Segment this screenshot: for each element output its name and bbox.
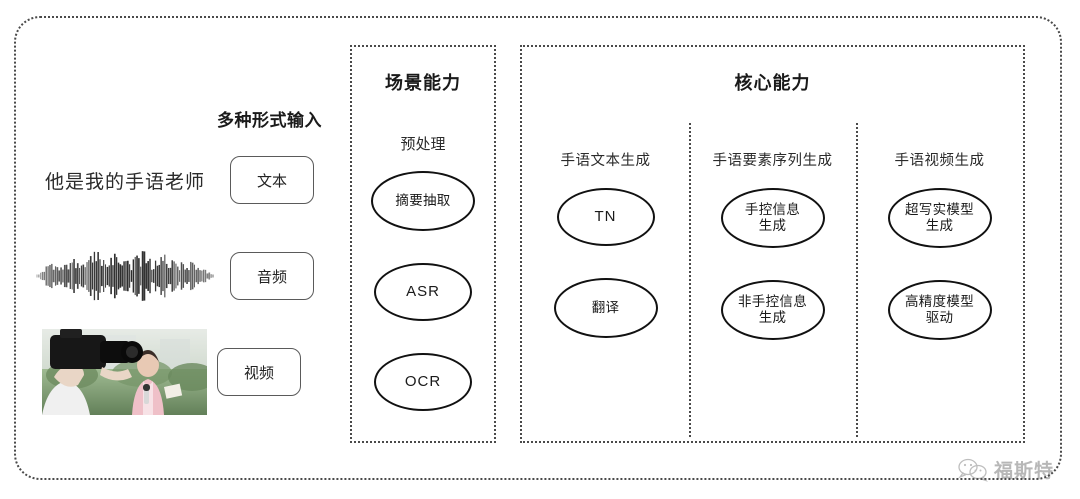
input-chip-text[interactable]: 文本 [230,156,314,204]
node-ellipse-shape [371,171,475,231]
node-label: TN [594,207,617,225]
core-column-node-list: 手控信息生成非手控信息生成 [689,188,856,372]
node-label: 翻译 [591,299,620,315]
node-label: 非手控信息生成 [738,293,807,325]
core-c2-node-1[interactable]: 高精度模型驱动 [887,280,992,340]
input-row-video: 视频 [30,329,330,415]
text-sample-container: 他是我的手语老师 [30,167,220,194]
watermark: 福斯特 [958,456,1054,483]
core-c0-node-0[interactable]: TN [556,188,655,246]
scene-node-2[interactable]: OCR [374,353,472,411]
node-label: 高精度模型驱动 [905,293,974,325]
core-column-label: 手语文本生成 [560,153,651,169]
wechat-icon [958,458,988,482]
node-ellipse-shape [720,280,825,340]
node-label: OCR [404,372,442,390]
video-thumbnail [42,329,207,415]
input-chip-video[interactable]: 视频 [217,348,301,396]
watermark-label: 福斯特 [993,461,1054,482]
video-thumbnail-image [42,329,207,415]
input-panel: 多种形式输入 他是我的手语老师 文本 音频 [30,40,330,450]
node-ellipse-shape [556,188,655,246]
text-sample-sentence: 他是我的手语老师 [44,171,205,193]
scene-node-0[interactable]: 摘要抽取 [371,171,475,231]
core-c0-node-1[interactable]: 翻译 [553,278,658,338]
node-label: ASR [406,282,440,300]
node-ellipse-shape [720,188,825,248]
node-ellipse-shape [887,280,992,340]
node-ellipse-shape [374,353,472,411]
core-column-label: 手语视频生成 [894,153,985,169]
input-row-audio: 音频 [30,248,330,304]
input-chip-audio[interactable]: 音频 [230,252,314,300]
core-column-1: 手语要素序列生成手控信息生成非手控信息生成 [689,123,856,437]
core-column-node-list: TN 翻译 [522,188,689,370]
audio-waveform-icon [36,251,214,301]
core-column-0: 手语文本生成 TN 翻译 [522,123,689,423]
diagram-outer-frame [14,16,1062,480]
core-capability-title: 核心能力 [734,73,811,93]
core-column-label: 手语要素序列生成 [712,153,833,169]
core-column-2: 手语视频生成超写实模型生成高精度模型驱动 [856,123,1023,437]
core-column-node-list: 超写实模型生成高精度模型驱动 [856,188,1023,372]
node-label: 摘要抽取 [395,192,451,208]
scene-capability-title: 场景能力 [385,73,461,93]
scene-capability-box: 场景能力 预处理 摘要抽取 ASR OCR [350,45,496,443]
core-c2-node-0[interactable]: 超写实模型生成 [887,188,992,248]
scene-node-list: 摘要抽取 ASR OCR [352,171,494,443]
node-ellipse-shape [374,263,472,321]
scene-group-label-preprocess: 预处理 [400,136,446,153]
core-c1-node-1[interactable]: 非手控信息生成 [720,280,825,340]
input-row-text: 他是我的手语老师 文本 [30,152,330,208]
scene-node-1[interactable]: ASR [374,263,472,321]
input-panel-header: 多种形式输入 [217,111,322,130]
core-c1-node-0[interactable]: 手控信息生成 [720,188,825,248]
node-label: 手控信息生成 [744,201,801,233]
audio-waveform-container [30,247,220,305]
node-ellipse-shape [887,188,992,248]
node-label: 超写实模型生成 [905,201,974,233]
node-ellipse-shape [553,278,658,338]
